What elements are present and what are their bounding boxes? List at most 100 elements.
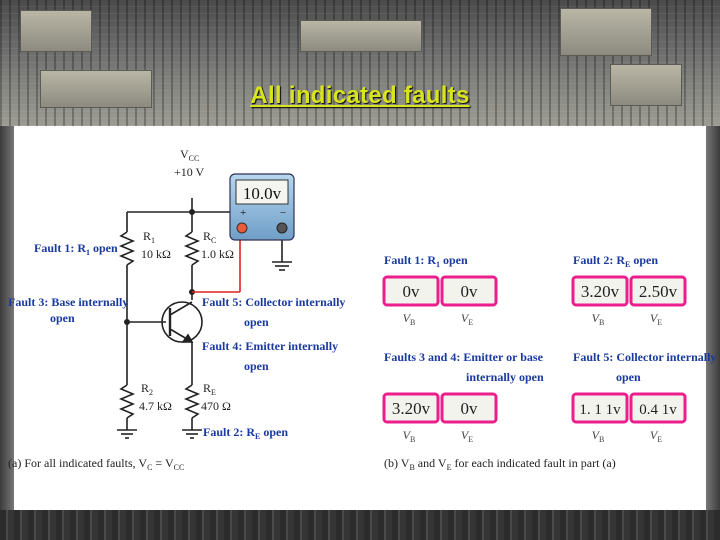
svg-text:VE: VE — [650, 428, 662, 444]
rc-value: 1.0 kΩ — [201, 247, 234, 261]
caption-b-sub2: E — [447, 463, 452, 472]
fault1-label: Fault 1: R — [34, 241, 86, 255]
fault5-label-line2: open — [244, 315, 269, 329]
background-chip — [560, 8, 652, 56]
value-fault5-ve: 0.4 1v — [639, 402, 677, 418]
background-circuit-board-bottom — [0, 510, 720, 540]
svg-text:VB: VB — [403, 428, 416, 444]
r2-value: 4.7 kΩ — [139, 399, 172, 413]
background-chip — [300, 20, 422, 52]
display-fault1-vb — [382, 275, 440, 307]
svg-text:Fault 2: RE open: Fault 2: RE open — [203, 425, 288, 441]
label-ve-sub: E — [468, 435, 473, 444]
voltmeter: 10.0v + − — [229, 173, 295, 241]
reading-fault5-title-line1: Fault 5: Collector internally — [573, 350, 716, 364]
re-label: R — [203, 381, 211, 395]
label-ve: V — [650, 428, 659, 442]
slide-title: All indicated faults — [250, 82, 470, 109]
background-chip — [20, 10, 92, 52]
transistor-q1 — [161, 301, 203, 343]
fault-figure: 10.0v + − VCC +10 V R1 10 kΩ RC 1.0 kΩ R… — [8, 126, 716, 510]
fault3-label-line2: open — [50, 311, 75, 325]
svg-text:Fault 1: R1 open: Fault 1: R1 open — [34, 241, 118, 257]
label-vb-sub: B — [410, 318, 415, 327]
svg-text:R1: R1 — [143, 229, 155, 245]
meter-reading: 10.0v — [243, 184, 282, 203]
vcc-label: V — [180, 147, 189, 161]
caption-b-mid: and V — [415, 456, 447, 470]
reading-fault1-title-sub: 1 — [436, 260, 440, 269]
label-vb-sub: B — [599, 435, 604, 444]
display-fault34-vb — [382, 392, 440, 424]
caption-b-sub1: B — [409, 463, 414, 472]
display-fault5-vb — [571, 392, 629, 424]
value-fault1-ve: 0v — [461, 282, 479, 301]
value-fault34-ve: 0v — [461, 399, 479, 418]
rc-label: R — [203, 229, 211, 243]
re-subscript: E — [211, 388, 216, 397]
display-fault2-vb — [571, 275, 629, 307]
svg-text:VB: VB — [592, 311, 605, 327]
reading-fault2-title-sub: E — [625, 260, 630, 269]
meter-positive-jack — [236, 222, 248, 234]
meter-plus-label: + — [240, 207, 246, 219]
reading-fault34-title-line1: Faults 3 and 4: Emitter or base — [384, 350, 544, 364]
value-fault5-vb: 1. 1 1v — [579, 402, 621, 418]
svg-text:VE: VE — [461, 311, 473, 327]
display-fault2-ve — [629, 275, 687, 307]
fault2-subscript: E — [255, 432, 260, 441]
display-fault34-ve — [440, 392, 498, 424]
r1-subscript: 1 — [151, 236, 155, 245]
fault3-label-line1: Fault 3: Base internally — [8, 295, 128, 309]
resistor-r2 — [118, 384, 136, 419]
label-vb-sub: B — [410, 435, 415, 444]
background-right-edge — [706, 126, 720, 510]
display-fault5-ve — [629, 392, 687, 424]
svg-text:RE: RE — [203, 381, 216, 397]
re-value: 470 Ω — [201, 399, 231, 413]
label-ve-sub: E — [468, 318, 473, 327]
r2-label: R — [141, 381, 149, 395]
label-ve-sub: E — [657, 435, 662, 444]
svg-text:VE: VE — [650, 311, 662, 327]
value-fault34-vb: 3.20v — [392, 399, 431, 418]
caption-b: (b) V — [384, 456, 410, 470]
label-vb: V — [403, 428, 412, 442]
value-fault2-ve: 2.50v — [639, 282, 678, 301]
reading-fault2-title-tail: open — [630, 253, 658, 267]
fault4-label-line1: Fault 4: Emitter internally — [202, 339, 338, 353]
fault1-subscript: 1 — [86, 248, 90, 257]
figure-panel — [14, 126, 706, 510]
resistor-re — [183, 384, 201, 419]
label-vb: V — [403, 311, 412, 325]
caption-b-tail: for each indicated fault in part (a) — [451, 456, 615, 470]
label-ve: V — [461, 311, 470, 325]
rc-subscript: C — [211, 236, 216, 245]
value-fault2-vb: 3.20v — [581, 282, 620, 301]
fault4-label-line2: open — [244, 359, 269, 373]
svg-text:R2: R2 — [141, 381, 153, 397]
svg-text:Fault 2: RE open: Fault 2: RE open — [573, 253, 658, 269]
caption-a-mid: = V — [152, 456, 174, 470]
fault1-tail: open — [90, 241, 118, 255]
label-vb: V — [592, 428, 601, 442]
background-chip — [610, 64, 682, 106]
background-circuit-board-top — [0, 0, 720, 126]
r1-value: 10 kΩ — [141, 247, 171, 261]
svg-text:VB: VB — [592, 428, 605, 444]
meter-minus-label: − — [280, 207, 286, 219]
svg-text:VE: VE — [461, 428, 473, 444]
svg-text:VB: VB — [403, 311, 416, 327]
svg-text:VCC: VCC — [180, 147, 199, 163]
label-vb: V — [592, 311, 601, 325]
reading-fault34-title-line2: internally open — [466, 370, 544, 384]
label-ve-sub: E — [657, 318, 662, 327]
caption-a: (a) For all indicated faults, V — [8, 456, 147, 470]
svg-text:(a) For all indicated faults,: (a) For all indicated faults, VC = VCC — [8, 456, 184, 472]
vcc-subscript: CC — [189, 154, 200, 163]
label-vb-sub: B — [599, 318, 604, 327]
fault2-tail: open — [260, 425, 288, 439]
label-ve: V — [650, 311, 659, 325]
label-ve: V — [461, 428, 470, 442]
r1-label: R — [143, 229, 151, 243]
